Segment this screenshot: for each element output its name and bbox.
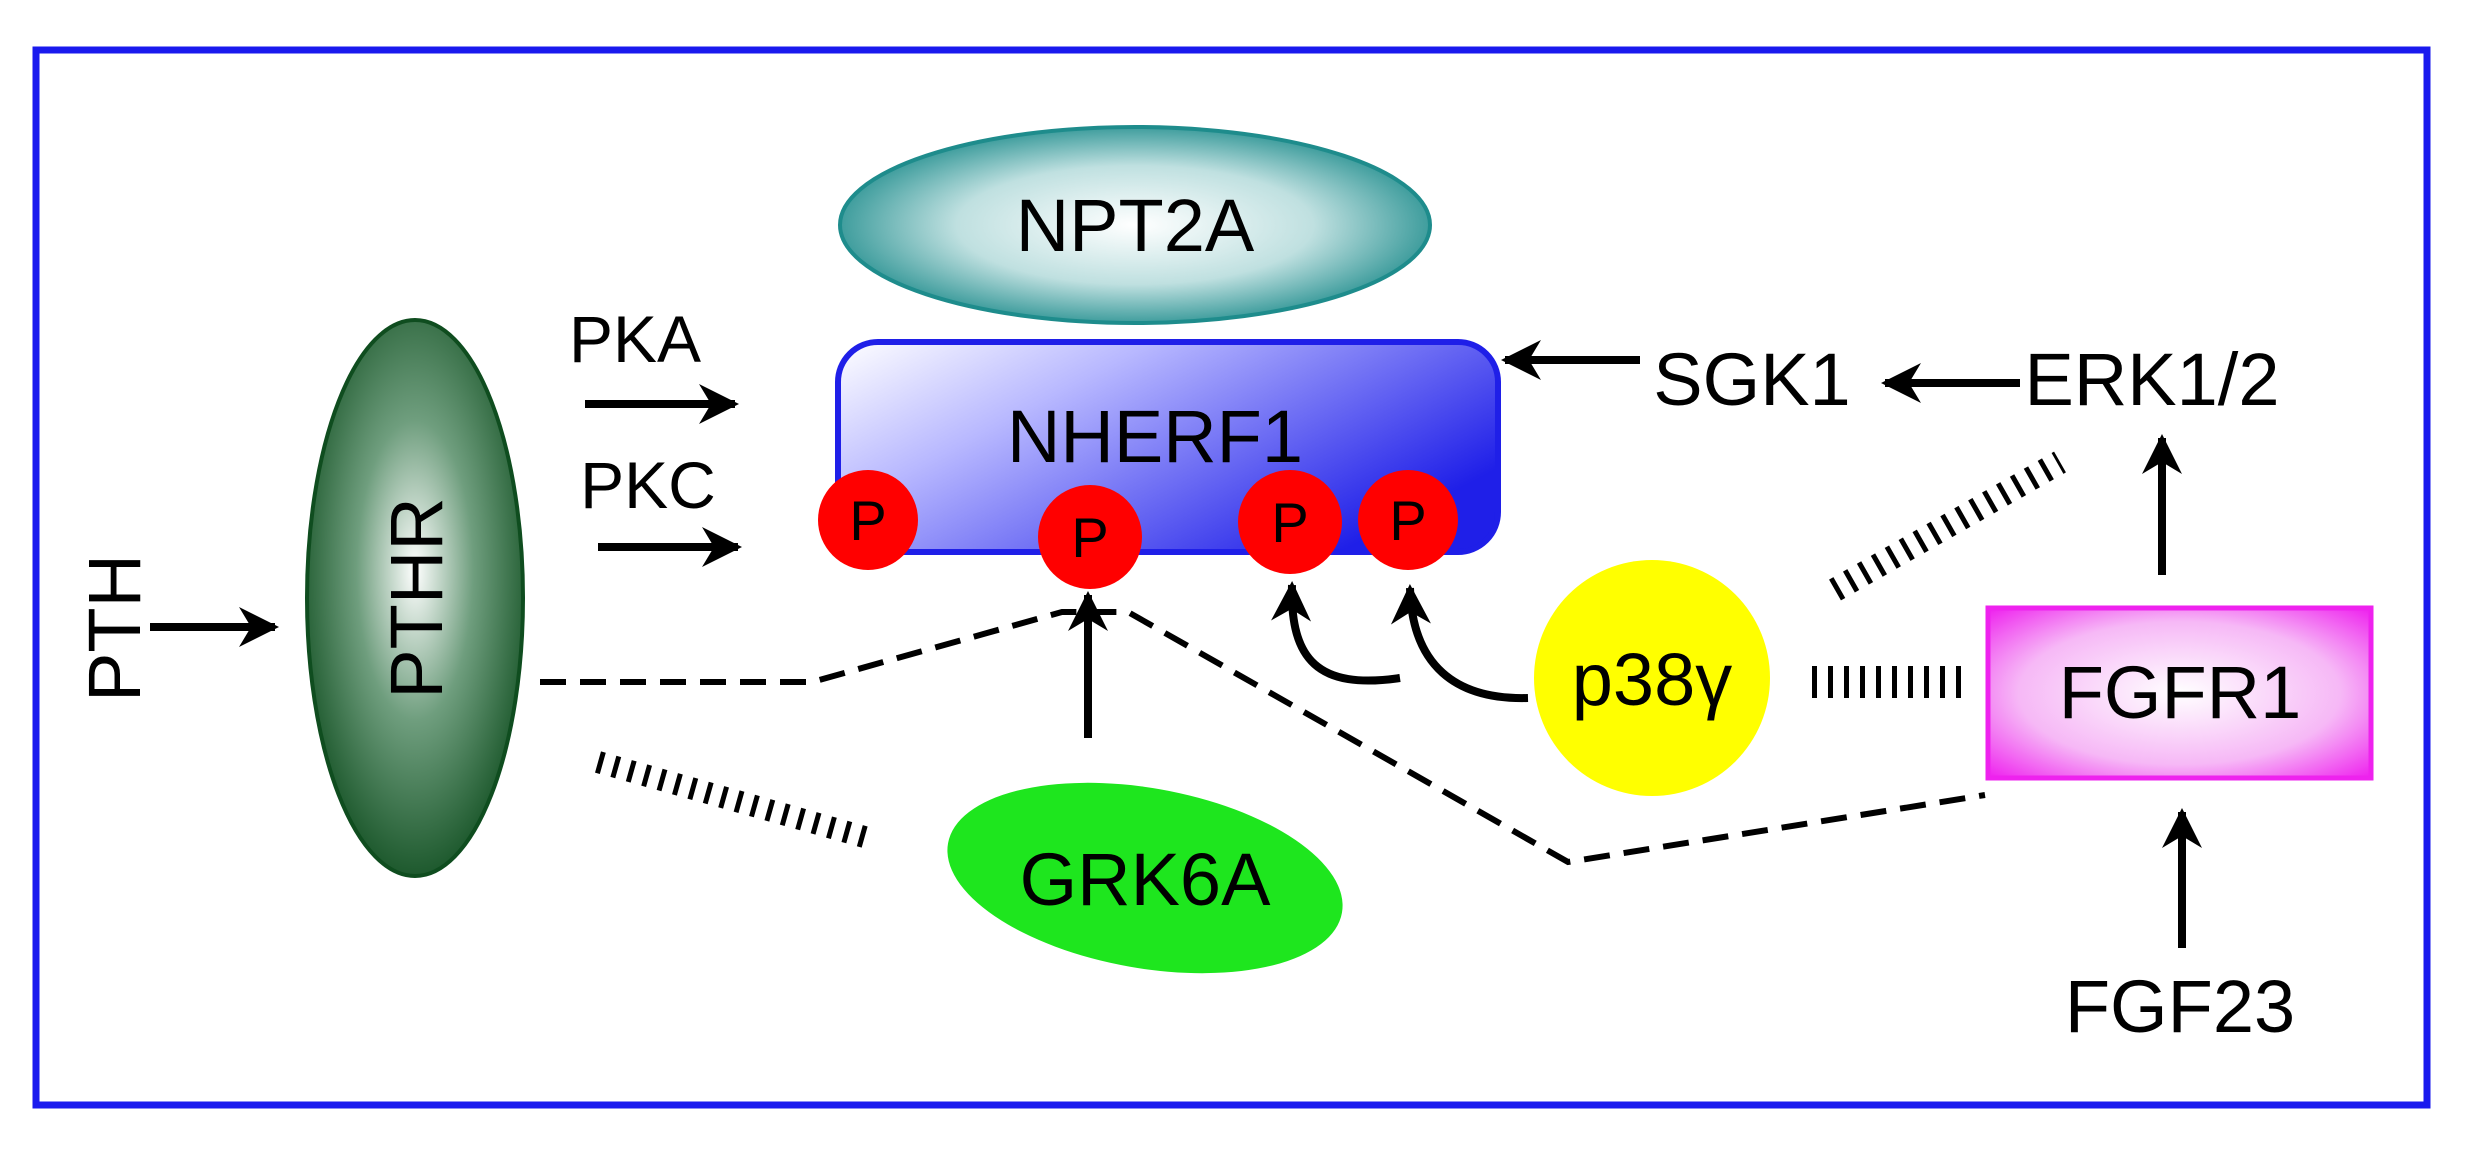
sgk1-label: SGK1 [1653,338,1850,421]
svg-text:P: P [1389,489,1426,552]
phospho-site-2: P [1038,485,1142,589]
fgfr1-erk-hatched-link [1829,451,2066,601]
p38-label: p38γ [1572,638,1732,721]
p38-to-phospho-3-arrow [1271,581,1401,685]
phospho-site-1: P [818,470,918,570]
phospho-site-4: P [1358,470,1458,570]
grk6a-label: GRK6A [1020,838,1272,921]
nherf1-label: NHERF1 [1007,395,1303,478]
pka-label: PKA [569,302,701,376]
pth-label: PTH [73,554,156,702]
svg-text:P: P [1271,491,1308,554]
fgfr1-label: FGFR1 [2059,651,2302,734]
svg-text:P: P [849,489,886,552]
svg-text:P: P [1071,506,1108,569]
pthr-grk6a-hatched-link [595,751,871,849]
npt2a-label: NPT2A [1016,184,1255,267]
fgf23-label: FGF23 [2065,965,2295,1048]
phospho-site-3: P [1238,470,1342,574]
npt2a-node: NPT2A [838,125,1432,325]
fgfr1-node: FGFR1 [1985,605,2374,781]
pthr-fgfr1-dashed-link [540,609,1986,866]
grk6a-node: GRK6A [947,782,1343,974]
pthr-node: PTHR [305,318,525,878]
pthr-label: PTHR [375,497,458,698]
erk-label: ERK1/2 [2024,338,2279,421]
p38-to-phospho-4-arrow [1390,584,1529,703]
p38-node: p38γ [1534,560,1770,796]
pkc-label: PKC [580,448,716,522]
outer-frame [32,46,2431,1109]
